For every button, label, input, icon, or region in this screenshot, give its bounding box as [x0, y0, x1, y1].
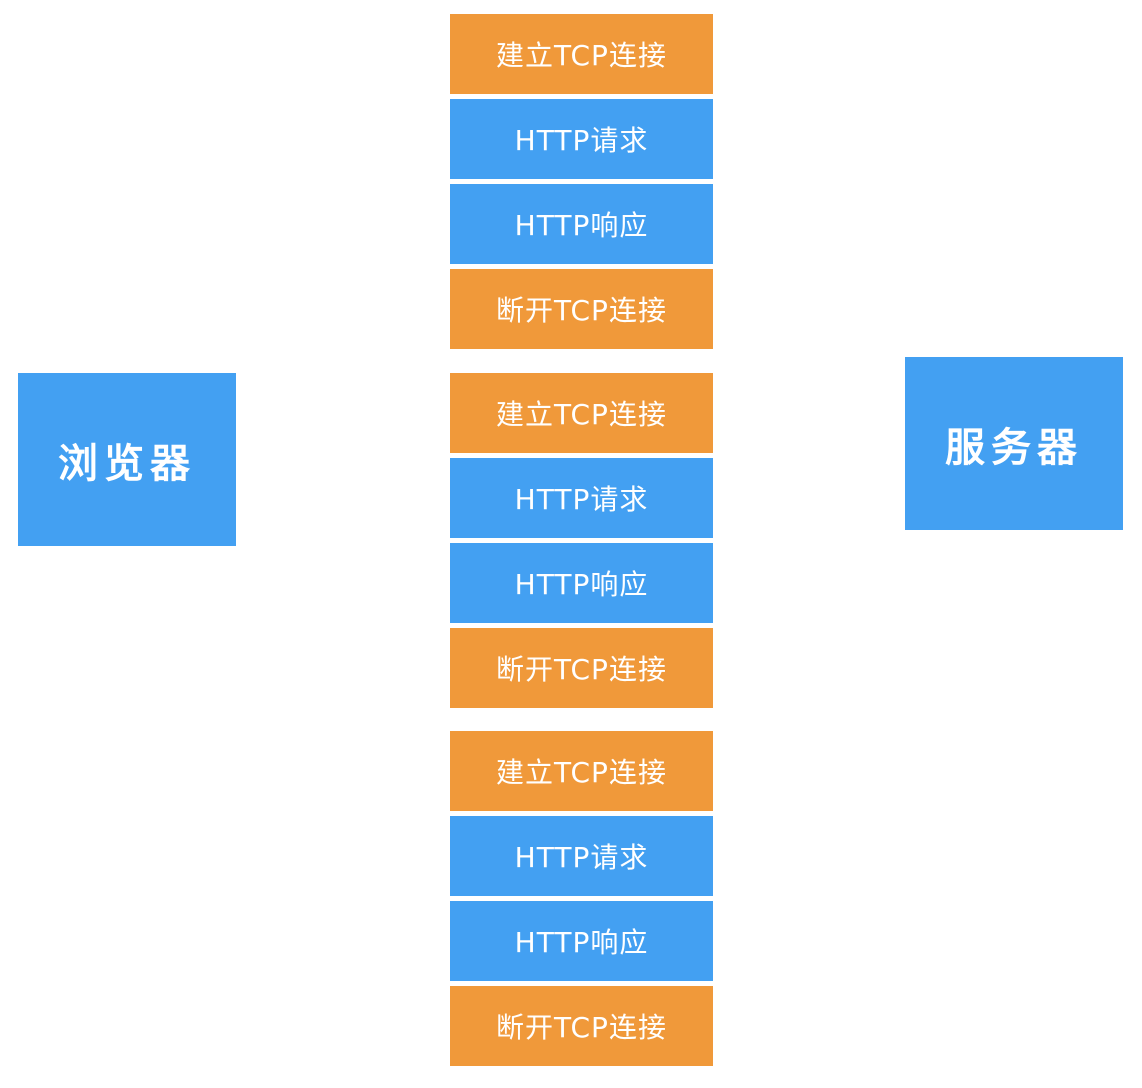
step-http-response: HTTP响应 — [450, 184, 713, 264]
step-close-tcp: 断开TCP连接 — [450, 986, 713, 1066]
step-http-response: HTTP响应 — [450, 543, 713, 623]
connection-group-1: 建立TCP连接 HTTP请求 HTTP响应 断开TCP连接 — [450, 14, 713, 349]
step-http-request: HTTP请求 — [450, 458, 713, 538]
connection-group-3: 建立TCP连接 HTTP请求 HTTP响应 断开TCP连接 — [450, 731, 713, 1066]
step-establish-tcp: 建立TCP连接 — [450, 14, 713, 94]
step-label: 断开TCP连接 — [496, 294, 667, 327]
step-http-request: HTTP请求 — [450, 816, 713, 896]
server-box: 服务器 — [905, 357, 1123, 530]
connection-group-2: 建立TCP连接 HTTP请求 HTTP响应 断开TCP连接 — [450, 373, 713, 708]
step-establish-tcp: 建立TCP连接 — [450, 373, 713, 453]
step-label: HTTP响应 — [514, 926, 649, 959]
step-close-tcp: 断开TCP连接 — [450, 269, 713, 349]
step-label: 断开TCP连接 — [496, 653, 667, 686]
step-label: HTTP响应 — [514, 568, 649, 601]
step-close-tcp: 断开TCP连接 — [450, 628, 713, 708]
step-label: 建立TCP连接 — [496, 398, 667, 431]
step-label: HTTP请求 — [514, 124, 649, 157]
step-label: 建立TCP连接 — [496, 39, 667, 72]
step-label: 建立TCP连接 — [496, 756, 667, 789]
step-http-request: HTTP请求 — [450, 99, 713, 179]
step-label: HTTP请求 — [514, 483, 649, 516]
step-label: HTTP响应 — [514, 209, 649, 242]
step-http-response: HTTP响应 — [450, 901, 713, 981]
server-label: 服务器 — [945, 424, 1083, 471]
browser-label: 浏览器 — [58, 440, 196, 487]
browser-box: 浏览器 — [18, 373, 236, 546]
step-establish-tcp: 建立TCP连接 — [450, 731, 713, 811]
step-label: 断开TCP连接 — [496, 1011, 667, 1044]
step-label: HTTP请求 — [514, 841, 649, 874]
